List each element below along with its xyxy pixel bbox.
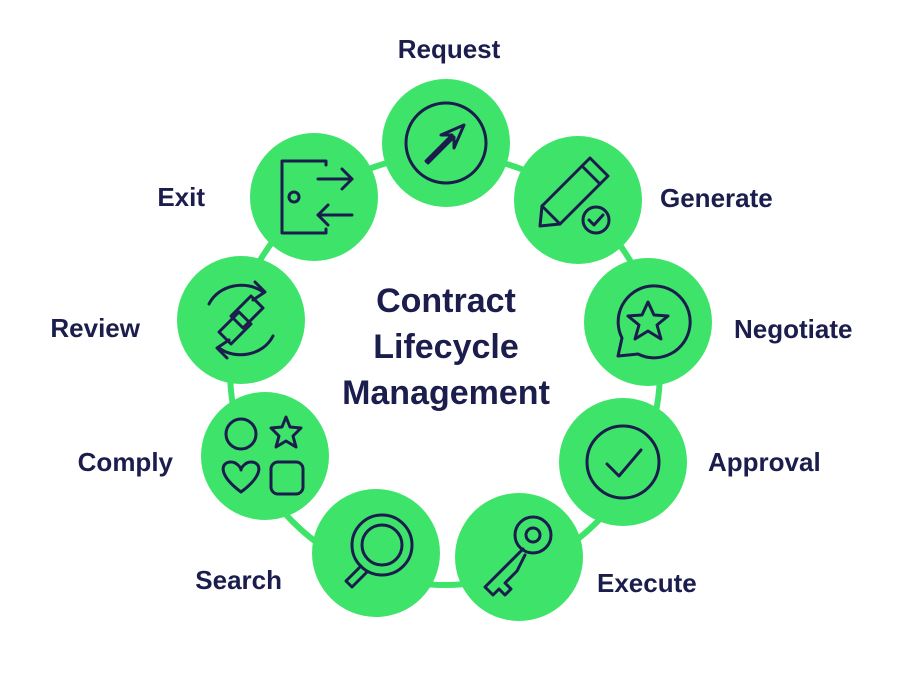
stage-label-comply: Comply (78, 447, 174, 477)
stage-comply (201, 392, 329, 520)
stage-exit (250, 133, 378, 261)
stage-negotiate (584, 258, 712, 386)
stage-label-exit: Exit (157, 182, 205, 212)
stage-label-approval: Approval (708, 447, 821, 477)
checkmark-circle-icon (585, 424, 661, 500)
center-title-line-1: Contract (376, 282, 516, 320)
stage-approval (559, 398, 687, 526)
stage-request (382, 79, 510, 207)
stage-execute-circle (455, 493, 583, 621)
stage-comply-circle (201, 392, 329, 520)
stage-review (177, 256, 305, 384)
center-title-line-2: Lifecycle (373, 328, 519, 366)
stage-label-execute: Execute (597, 568, 697, 598)
door-exchange-icon (280, 159, 354, 235)
stage-search-circle (312, 489, 440, 617)
stage-generate (514, 136, 642, 264)
center-title-line-3: Management (342, 374, 550, 412)
speech-bubble-star-icon (616, 284, 692, 360)
stage-label-review: Review (50, 313, 140, 343)
stage-label-generate: Generate (660, 183, 773, 213)
magnifier-icon (344, 513, 414, 589)
stage-label-search: Search (195, 565, 282, 595)
stage-execute (455, 493, 583, 621)
pencil-check-icon (538, 156, 611, 235)
shapes-icon (221, 415, 305, 496)
key-icon (483, 515, 553, 597)
stage-generate-circle (514, 136, 642, 264)
stage-label-negotiate: Negotiate (734, 314, 852, 344)
cycle-arrows-icon (207, 280, 275, 360)
stage-exit-circle (250, 133, 378, 261)
stage-label-request: Request (398, 34, 501, 64)
stage-negotiate-circle (584, 258, 712, 386)
stage-search (312, 489, 440, 617)
stage-review-circle (177, 256, 305, 384)
stage-approval-circle (559, 398, 687, 526)
arrow-up-right-icon (404, 101, 488, 185)
